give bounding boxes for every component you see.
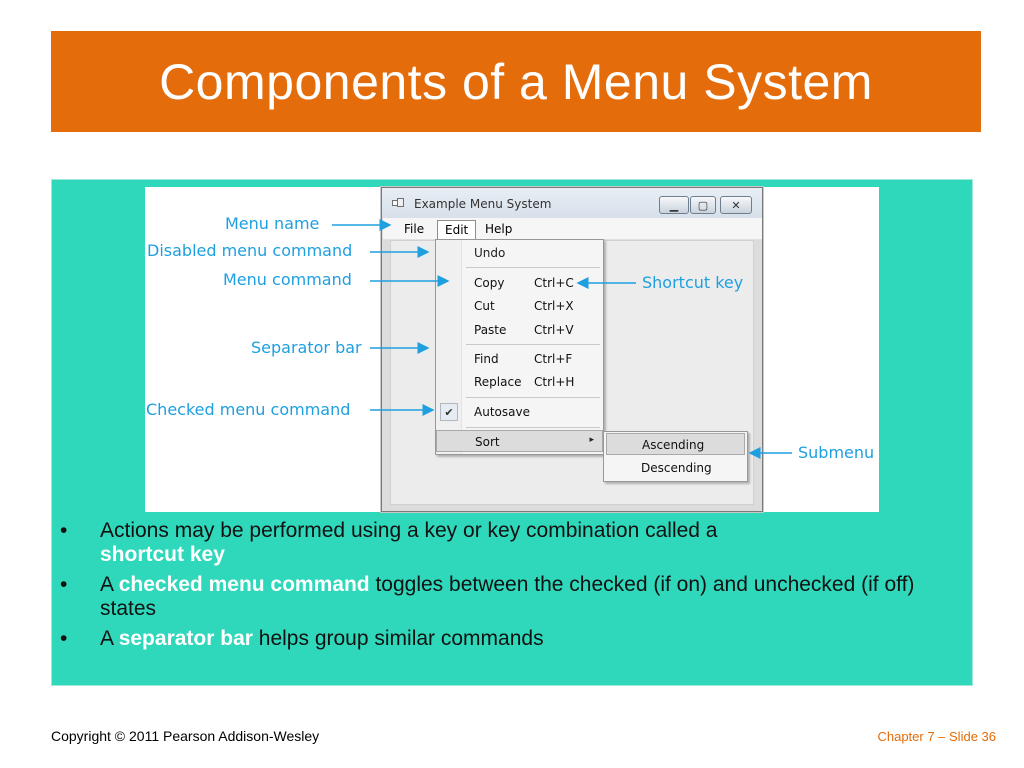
menu-command-paste[interactable]: Paste Ctrl+V <box>474 323 574 337</box>
submenu-item-descending[interactable]: Descending <box>641 461 712 475</box>
minimize-icon: ▁ <box>669 198 679 212</box>
footer-slide-ref: Chapter 7 – Slide 36 <box>877 729 996 744</box>
menu-bar: File Edit Help <box>383 218 762 241</box>
highlight-separator-bar: separator bar <box>118 627 253 650</box>
check-icon: ✔ <box>440 403 458 421</box>
bullet-list: • Actions may be performed using a key o… <box>60 519 960 657</box>
label-submenu: Submenu <box>798 443 875 462</box>
menu-help[interactable]: Help <box>485 222 513 236</box>
bullet-dot: • <box>60 627 68 650</box>
menu-edit[interactable]: Edit <box>437 220 477 241</box>
close-icon: ✕ <box>731 198 741 212</box>
window-titlebar: Example Menu System ▁ ▢ ✕ <box>382 188 762 218</box>
menu-command-autosave[interactable]: ✔ Autosave <box>436 401 603 423</box>
highlight-checked-command: checked menu command <box>118 573 370 596</box>
close-button[interactable]: ✕ <box>720 196 752 214</box>
menu-command-undo: Undo <box>474 246 506 260</box>
label-disabled-command: Disabled menu command <box>147 241 353 260</box>
submenu-item-ascending[interactable]: Ascending <box>606 433 745 455</box>
maximize-icon: ▢ <box>697 198 709 212</box>
menu-command-replace[interactable]: Replace Ctrl+H <box>474 375 575 389</box>
separator-bar <box>466 397 600 398</box>
separator-bar <box>466 344 600 345</box>
separator-bar <box>466 267 600 268</box>
window-title: Example Menu System <box>414 197 552 211</box>
app-icon <box>392 198 404 208</box>
sort-submenu: Ascending Descending <box>603 431 748 482</box>
menu-file[interactable]: File <box>404 222 425 236</box>
label-menu-command: Menu command <box>223 270 352 289</box>
submenu-arrow-icon: ▸ <box>589 435 594 445</box>
minimize-button[interactable]: ▁ <box>659 196 689 214</box>
bullet-dot: • <box>60 573 68 596</box>
slide-title: Components of a Menu System <box>159 53 873 110</box>
bullet-item: • A separator bar helps group similar co… <box>60 627 544 650</box>
bullet-item: • A checked menu command toggles between… <box>60 573 915 620</box>
bullet-dot: • <box>60 519 68 542</box>
menu-command-copy[interactable]: Copy Ctrl+C <box>474 276 574 290</box>
label-menu-name: Menu name <box>225 214 320 233</box>
highlight-shortcut-key: shortcut key <box>100 543 225 566</box>
edit-dropdown: Undo Copy Ctrl+C Cut Ctrl+X Paste Ctrl+V… <box>435 239 604 455</box>
menu-command-find[interactable]: Find Ctrl+F <box>474 352 573 366</box>
title-bar: Components of a Menu System <box>51 31 981 132</box>
label-checked-command: Checked menu command <box>146 400 351 419</box>
menu-command-sort[interactable]: Sort ▸ <box>436 430 603 452</box>
bullet-item: • Actions may be performed using a key o… <box>60 519 718 566</box>
footer-copyright: Copyright © 2011 Pearson Addison-Wesley <box>51 728 320 744</box>
menu-command-cut[interactable]: Cut Ctrl+X <box>474 299 574 313</box>
label-separator-bar: Separator bar <box>251 338 362 357</box>
label-shortcut-key: Shortcut key <box>642 273 744 292</box>
maximize-button[interactable]: ▢ <box>690 196 716 214</box>
separator-bar <box>466 427 600 428</box>
